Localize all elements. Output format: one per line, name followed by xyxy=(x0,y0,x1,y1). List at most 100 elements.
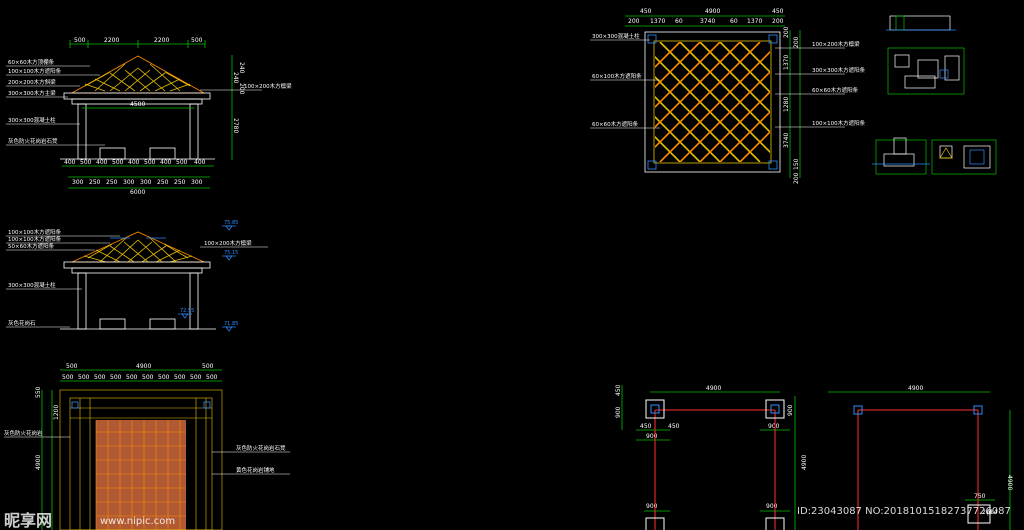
side-elevation: 100×100木方遮阳条 100×100木方遮阳条 50×60木方遮阳条 300… xyxy=(6,220,268,332)
floor-top-dim-3: 500 xyxy=(202,363,214,370)
roof-plan-dimension-lines xyxy=(625,15,801,178)
floor-top-dim-small: 500 xyxy=(174,374,186,381)
rebar-tag: 2φ14 xyxy=(982,509,998,516)
column-plan-1-inner-dim-1: 450 xyxy=(640,423,652,430)
watermark-url: www.nipic.com xyxy=(100,516,175,527)
floor-plan-dimension-lines xyxy=(41,369,222,530)
front-top-dim-4: 500 xyxy=(191,37,203,44)
watermark: 昵享网 www.nipic.com ID:23043087 NO:2018101… xyxy=(4,506,1011,530)
column-plan-2-dimension-lines xyxy=(828,391,1011,530)
front-elevation: 500 2200 2200 500 4500 2 xyxy=(6,37,292,196)
front-roof-lattice xyxy=(70,55,206,94)
roof-left-label-1: 300×300混凝土柱 xyxy=(592,32,640,40)
floor-plan-columns xyxy=(71,401,211,409)
front-bottom-dims-2: 300 250 250 300 300 250 250 300 xyxy=(72,179,203,186)
column-plan-1-top-dim: 4900 xyxy=(706,385,721,392)
front-beams xyxy=(63,92,211,105)
detail-3 xyxy=(872,137,930,175)
roof-top-dims-2: 200 1370 60 3740 60 1370 200 xyxy=(628,18,784,25)
column-plan-2-bottom-dim: 750 xyxy=(974,493,986,500)
column-plan-1-right-dim-2: 4900 xyxy=(801,455,808,470)
roof-right-label-1: 100×200木方檩梁 xyxy=(812,40,860,48)
floor-left-dim-1: 550 xyxy=(35,386,42,398)
watermark-id: ID:23043087 NO:20181015182737726087 xyxy=(797,506,1011,517)
column-plan-1-inner-dim-2: 450 xyxy=(668,423,680,430)
floor-plan: 500 4900 500 500 500 500 500 500 500 500… xyxy=(4,363,290,530)
front-bottom-dim: 500 xyxy=(112,159,124,166)
floor-top-dim-small: 500 xyxy=(110,374,122,381)
side-label-2: 100×100木方遮阳条 xyxy=(8,235,62,243)
column-plan-1-left-dim-2: 900 xyxy=(615,406,622,418)
column-plan-1-right-dim-1: 900 xyxy=(787,404,794,416)
front-bottom-dim: 400 xyxy=(160,159,172,166)
floor-top-dim-small: 500 xyxy=(62,374,74,381)
floor-top-dim-1: 500 xyxy=(66,363,78,370)
side-label-5: 灰色花岗石 xyxy=(8,319,36,327)
roof-top-dim-small: 200 xyxy=(772,18,784,25)
roof-top-dim-2: 4900 xyxy=(705,8,720,15)
roof-left-label-3: 60×60木方遮阳条 xyxy=(592,120,639,128)
side-roof-lattice xyxy=(71,231,205,263)
front-right-dim-2: 240 xyxy=(238,62,245,74)
roof-right-label-4: 100×100木方遮阳条 xyxy=(812,119,866,127)
side-level-1: 75.85 xyxy=(224,220,238,226)
floor-top-dim-small: 500 xyxy=(190,374,202,381)
roof-plan-lattice xyxy=(655,42,770,162)
floor-leader-lines xyxy=(4,436,290,475)
front-bottom-dim: 250 xyxy=(174,179,186,186)
floor-top-dim-small: 500 xyxy=(94,374,106,381)
front-label-3: 200×200木方斜梁 xyxy=(8,78,56,86)
floor-paving-fill xyxy=(96,420,186,530)
side-beams xyxy=(60,261,216,330)
front-bottom-dim: 300 xyxy=(191,179,203,186)
column-plan-1-dimension-lines xyxy=(621,385,796,530)
front-bottom-dim: 400 xyxy=(96,159,108,166)
front-bottom-dim: 500 xyxy=(176,159,188,166)
detail-4 xyxy=(931,139,997,175)
column-plan-1-bottom-dim-1: 900 xyxy=(646,503,658,510)
front-bottom-total: 6000 xyxy=(130,189,145,196)
roof-right-dim: 1370 xyxy=(783,55,790,70)
front-top-dim-2: 2200 xyxy=(104,37,119,44)
roof-left-label-2: 60×100木方遮阳条 xyxy=(592,72,642,80)
floor-plan-grid xyxy=(59,389,223,530)
side-level-markers xyxy=(178,225,236,332)
front-right-dim-4: 2780 xyxy=(232,118,239,133)
roof-right-dims: 200 1370 1280 3740 200 150 200 xyxy=(783,26,800,184)
front-bottom-dim: 500 xyxy=(144,159,156,166)
floor-label-1: 灰色防火花岗岩 xyxy=(4,429,43,437)
column-plan-1-frame xyxy=(645,399,785,530)
roof-leader-lines xyxy=(590,39,845,129)
front-bottom-dim: 250 xyxy=(106,179,118,186)
front-bottom-dim: 400 xyxy=(194,159,206,166)
front-label-2: 100×100木方遮阳条 xyxy=(8,67,62,75)
front-span: 4500 xyxy=(130,101,145,108)
front-label-5: 300×300混凝土柱 xyxy=(8,116,56,124)
roof-right-label-3: 60×60木方遮阳条 xyxy=(812,86,859,94)
roof-top-dim-small: 60 xyxy=(730,18,738,25)
front-bottom-dim: 250 xyxy=(157,179,169,186)
front-right-label: 100×200木方檩梁 xyxy=(244,82,292,90)
roof-top-dim-1: 450 xyxy=(640,8,652,15)
front-columns xyxy=(60,103,215,160)
roof-plan: 450 4900 450 200 1370 60 3740 60 1370 20… xyxy=(590,8,866,184)
front-bottom-dim: 500 xyxy=(80,159,92,166)
floor-label-2: 灰色防火花岗岩石凳 xyxy=(236,444,286,452)
front-bottom-dim: 300 xyxy=(140,179,152,186)
column-plan-1-left-dim-1: 450 xyxy=(615,384,622,396)
column-plan-2-frame xyxy=(853,405,991,530)
roof-right-dim: 200 xyxy=(793,172,800,184)
front-bottom-dim: 400 xyxy=(64,159,76,166)
front-label-6: 灰色防火花岗岩石凳 xyxy=(8,137,58,145)
side-right-label: 100×200木方檩梁 xyxy=(204,239,252,247)
side-label-1: 100×100木方遮阳条 xyxy=(8,228,62,236)
roof-top-dim-small: 1370 xyxy=(650,18,665,25)
column-plan-2-right-dim: 4900 xyxy=(1006,475,1013,490)
roof-plan-frame xyxy=(644,31,781,173)
side-level-2: 75.15 xyxy=(224,250,238,256)
roof-top-dim-3: 450 xyxy=(772,8,784,15)
front-bottom-dim: 300 xyxy=(72,179,84,186)
roof-top-dim-small: 200 xyxy=(628,18,640,25)
column-plan-1-bottom-dim-2: 900 xyxy=(766,503,778,510)
